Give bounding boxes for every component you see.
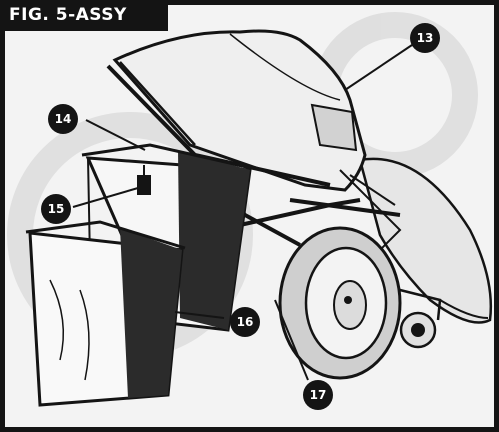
- rear-caster: [399, 288, 442, 349]
- callout-13: 13: [410, 23, 440, 53]
- callout-16: 16: [230, 307, 260, 337]
- callout-15: 15: [41, 194, 71, 224]
- lid-window: [310, 103, 358, 152]
- callout-17: 17: [303, 380, 333, 410]
- collection-bag-front: [25, 220, 186, 407]
- grass-chute: [358, 157, 493, 324]
- bag-clip-15: [137, 165, 151, 195]
- callout-14: 14: [48, 104, 78, 134]
- figure-title: FIG. 5-ASSY: [5, 5, 168, 31]
- hopper-lid: [112, 29, 367, 192]
- wheel-17: [278, 226, 402, 380]
- leader-lines: [72, 44, 413, 381]
